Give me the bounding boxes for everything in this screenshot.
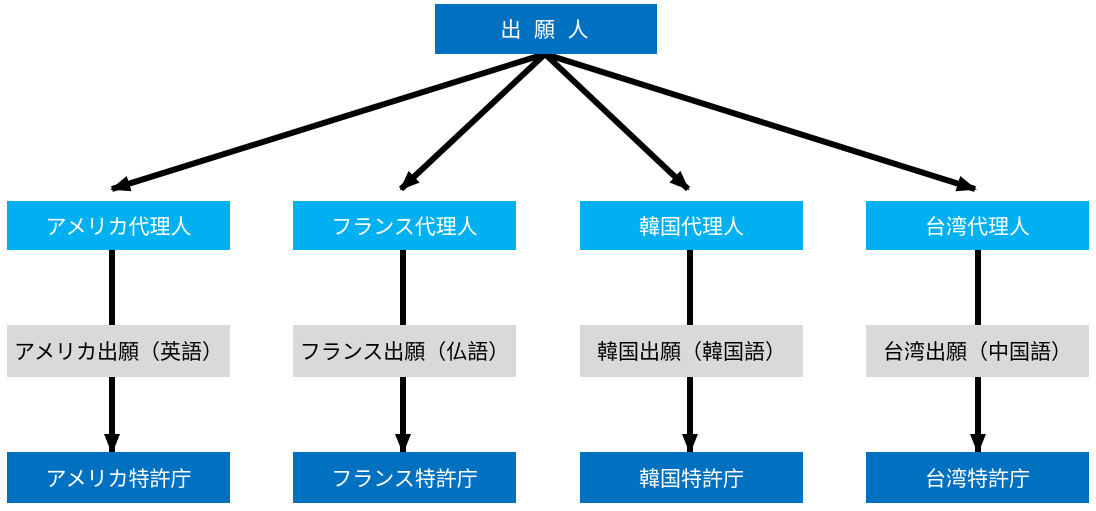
patent-office-box-usa: アメリカ特許庁 bbox=[7, 452, 230, 503]
agent-box-korea: 韓国代理人 bbox=[580, 201, 803, 250]
application-box-taiwan: 台湾出願（中国語） bbox=[866, 325, 1089, 377]
arrow-applicant-to-agent-3 bbox=[542, 51, 691, 192]
application-box-korea: 韓国出願（韓国語） bbox=[580, 325, 803, 377]
arrow-applicant-to-agent-4 bbox=[544, 51, 977, 192]
patent-office-box-korea: 韓国特許庁 bbox=[580, 452, 803, 503]
agent-box-taiwan: 台湾代理人 bbox=[866, 201, 1089, 250]
application-box-france: フランス出願（仏語） bbox=[293, 325, 516, 377]
application-box-usa: アメリカ出願（英語） bbox=[7, 325, 230, 377]
agent-box-usa: アメリカ代理人 bbox=[7, 201, 230, 250]
arrow-applicant-to-agent-2 bbox=[398, 51, 548, 192]
patent-office-box-france: フランス特許庁 bbox=[293, 452, 516, 503]
arrow-applicant-to-agent-1 bbox=[110, 51, 546, 192]
applicant-box: 出 願 人 bbox=[435, 4, 657, 54]
patent-office-box-taiwan: 台湾特許庁 bbox=[866, 452, 1089, 503]
agent-box-france: フランス代理人 bbox=[293, 201, 516, 250]
